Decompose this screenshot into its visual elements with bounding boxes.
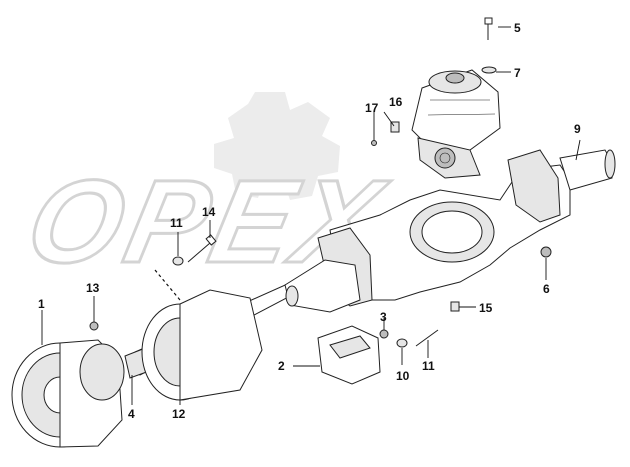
bolt-and-washer-top bbox=[481, 17, 497, 74]
callout-9: 9 bbox=[574, 122, 581, 136]
brake-caliper bbox=[317, 325, 439, 385]
callout-7: 7 bbox=[514, 66, 521, 80]
callout-16: 16 bbox=[389, 95, 403, 109]
bolt-and-washer-left bbox=[172, 234, 217, 266]
watermark-gear bbox=[214, 92, 340, 200]
callout-11-right: 11 bbox=[422, 359, 435, 373]
callout-1: 1 bbox=[38, 297, 45, 311]
wheel-hub bbox=[11, 339, 125, 448]
nut bbox=[89, 321, 99, 331]
callout-11-left: 11 bbox=[170, 216, 183, 230]
callout-17: 17 bbox=[365, 101, 379, 115]
differential-carrier bbox=[411, 69, 501, 179]
brake-backing-plate bbox=[141, 289, 263, 401]
callout-4: 4 bbox=[128, 407, 135, 421]
callout-15: 15 bbox=[479, 301, 493, 315]
callout-3: 3 bbox=[380, 310, 387, 324]
callout-13: 13 bbox=[86, 281, 100, 295]
housing-bolts bbox=[450, 246, 552, 312]
callouts: 5 7 16 17 9 6 15 3 2 10 11 11 14 13 1 4 … bbox=[38, 21, 581, 421]
callout-2: 2 bbox=[278, 359, 285, 373]
axle-spindle bbox=[284, 259, 361, 313]
callout-6: 5 bbox=[514, 21, 521, 35]
leader-lines bbox=[41, 26, 581, 405]
callout-10: 10 bbox=[396, 369, 410, 383]
assembly-dashed-line bbox=[154, 269, 181, 301]
callout-5: 6 bbox=[543, 282, 550, 296]
seal-and-plug bbox=[371, 121, 400, 146]
callout-14: 14 bbox=[202, 205, 216, 219]
callout-12: 12 bbox=[172, 407, 186, 421]
